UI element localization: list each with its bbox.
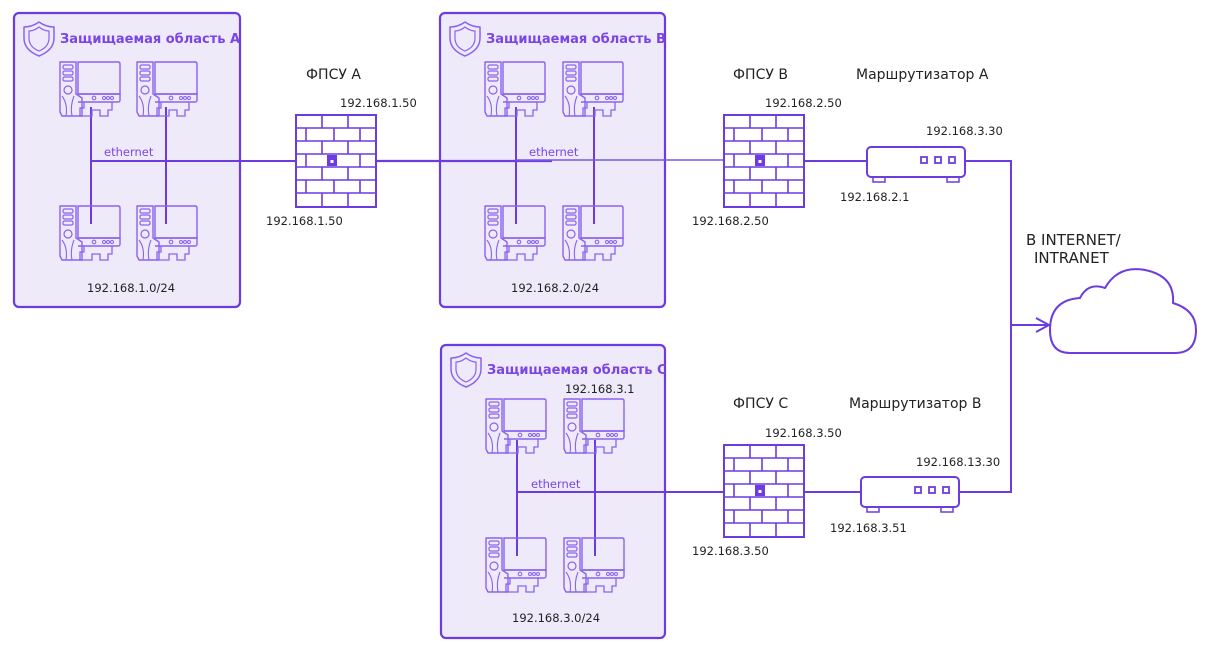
router-a: Маршрутизатор А 192.168.3.30 192.168.2.1: [840, 67, 1003, 204]
internet-label-line1: В INTERNET/: [1026, 231, 1122, 249]
fpsu-a: ФПСУ А 192.168.1.50 192.168.1.50: [266, 67, 417, 228]
fpsu-b-ip-top: 192.168.2.50: [765, 96, 842, 110]
fpsu-a-name: ФПСУ А: [306, 67, 361, 83]
zone-b-title: Защищаемая область В: [486, 32, 666, 47]
arrow-right-icon: [1035, 317, 1052, 333]
internet-label-line2: INTRANET: [1034, 249, 1110, 267]
router-b-ip-wan: 192.168.13.30: [916, 455, 1000, 469]
zone-a: Защищаемая область А ethernet 192.168.1.…: [12, 11, 296, 309]
router-icon: [866, 146, 966, 183]
host-ip-label: 192.168.3.1: [565, 382, 635, 396]
zone-a-title: Защищаемая область А: [60, 32, 240, 47]
firewall-icon: [723, 444, 805, 538]
fpsu-b: ФПСУ В 192.168.2.50 192.168.2.50: [692, 67, 842, 228]
router-a-ip-wan: 192.168.3.30: [926, 124, 1003, 138]
router-b-ip-lan: 192.168.3.51: [830, 521, 907, 535]
fpsu-b-ip-bottom: 192.168.2.50: [692, 214, 769, 228]
fpsu-c-ip-top: 192.168.3.50: [765, 426, 842, 440]
zone-c-title: Защищаемая область С: [487, 363, 667, 378]
fpsu-b-name: ФПСУ В: [733, 67, 788, 83]
router-a-ip-lan: 192.168.2.1: [840, 190, 910, 204]
fpsu-c-name: ФПСУ С: [733, 396, 788, 412]
fpsu-c-ip-bottom: 192.168.3.50: [692, 544, 769, 558]
zone-c-subnet: 192.168.3.0/24: [512, 611, 600, 625]
fpsu-a-ip-bottom: 192.168.1.50: [266, 214, 343, 228]
router-b: Маршрутизатор В 192.168.13.30 192.168.3.…: [830, 396, 1000, 535]
uplink-bus: [958, 160, 1012, 493]
zone-b: Защищаемая область В ethernet 192.168.2.…: [376, 11, 726, 309]
ethernet-label: ethernet: [531, 477, 581, 491]
fpsu-c: ФПСУ С 192.168.3.50 192.168.3.50: [692, 396, 842, 558]
cloud-icon: [1049, 268, 1197, 354]
wan-links: [802, 160, 1052, 493]
fpsu-a-ip-top: 192.168.1.50: [340, 96, 417, 110]
ethernet-label: ethernet: [529, 145, 579, 159]
router-b-name: Маршрутизатор В: [849, 396, 981, 412]
zone-c: Защищаемая область С 192.168.3.1 etherne…: [439, 343, 726, 640]
router-a-name: Маршрутизатор А: [856, 67, 989, 83]
ethernet-label: ethernet: [104, 145, 154, 159]
router-icon: [860, 476, 960, 513]
zone-a-subnet: 192.168.1.0/24: [87, 281, 175, 295]
firewall-icon: [295, 114, 377, 208]
firewall-icon: [723, 114, 805, 208]
internet: В INTERNET/ INTRANET: [1026, 231, 1197, 354]
zone-b-subnet: 192.168.2.0/24: [511, 281, 599, 295]
